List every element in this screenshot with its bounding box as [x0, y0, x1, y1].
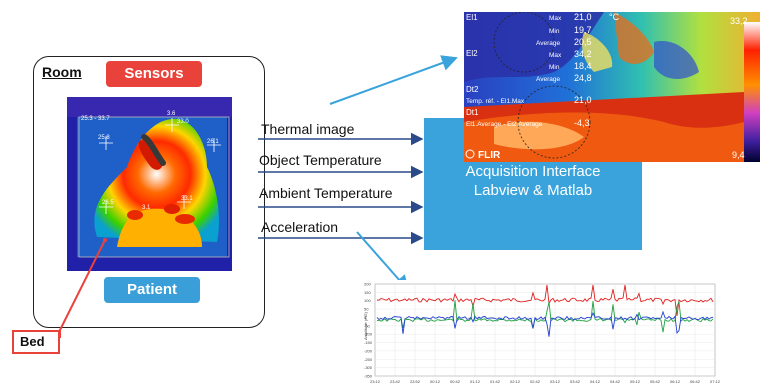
flir-row-value: -4,3	[574, 118, 590, 128]
flir-row-value: 21,0	[574, 95, 592, 105]
readout: 3.1	[142, 205, 151, 211]
accel-x-tick: 00:12	[430, 379, 441, 384]
pointer-to-flir	[329, 55, 458, 105]
patient-label: Patient	[104, 277, 200, 303]
flir-unit: °C	[609, 12, 620, 22]
room-label: Room	[42, 64, 82, 80]
accel-y-tick: -250	[364, 357, 373, 362]
signal-acceleration: Acceleration	[261, 219, 339, 235]
accel-y-tick: 100	[364, 298, 371, 303]
accel-y-tick: 200	[364, 282, 371, 287]
accel-y-tick: -100	[364, 332, 373, 337]
accel-x-tick: 05:12	[630, 379, 641, 384]
readout: 26.5	[102, 200, 114, 206]
flir-row-value: 24,8	[574, 73, 592, 83]
accel-y-tick: 50	[364, 307, 369, 312]
flir-row-value: 34,2	[574, 49, 592, 59]
sensors-label: Sensors	[106, 61, 202, 87]
flir-row-name: El1	[466, 13, 478, 22]
acquisition-interface-text: Acquisition Interface Labview & Matlab	[424, 162, 642, 200]
acquisition-line2: Labview & Matlab	[473, 182, 593, 199]
accel-x-tick: 23:12	[370, 379, 381, 384]
flir-row-value: 21,0	[574, 12, 592, 22]
flir-scale-max: 33,2	[730, 16, 748, 26]
bed-label: Bed	[12, 330, 60, 354]
accel-x-tick: 04:42	[610, 379, 621, 384]
readout: 26.1	[207, 139, 219, 145]
accel-x-tick: 06:12	[670, 379, 681, 384]
accel-x-tick: 04:12	[590, 379, 601, 384]
readout: 33.1	[181, 196, 193, 202]
accel-y-tick: -350	[364, 374, 373, 379]
pointer-bed	[59, 239, 106, 338]
accel-x-tick: 02:12	[510, 379, 521, 384]
accel-x-tick: 05:42	[650, 379, 661, 384]
accel-x-tick: 01:12	[470, 379, 481, 384]
readout: 33.0	[177, 119, 189, 125]
accel-x-tick: 01:42	[490, 379, 501, 384]
flir-row-key: Temp. réf. - El1.Max	[466, 98, 525, 105]
acceleration-chart: 23:12 23:42 23:52 00:12 00:42 01:12 01:42 02:12…	[363, 280, 720, 387]
accel-trace	[376, 310, 714, 337]
accel-x-tick: 23:52	[410, 379, 421, 384]
accel-y-tick: -150	[364, 340, 373, 345]
flir-row-key: El1.Average - El2.Average	[466, 121, 543, 128]
signal-object-temperature: Object Temperature	[259, 152, 382, 168]
accel-y-tick: 0	[364, 315, 367, 320]
accel-x-tick: 02:42	[530, 379, 541, 384]
accel-ylabel: Amplitude (mG)	[363, 311, 368, 340]
flir-row-key: Max	[549, 15, 562, 22]
signal-thermal-image: Thermal image	[261, 121, 355, 137]
flir-row-key: Min	[549, 28, 560, 35]
readout: 3.6	[167, 111, 176, 117]
accel-trace	[376, 284, 714, 317]
flir-row-name: Dt1	[466, 108, 479, 117]
flir-logo-icon	[465, 149, 475, 159]
accel-x-tick: 03:12	[550, 379, 561, 384]
accel-y-tick: -300	[364, 365, 373, 370]
accel-y-tick: -50	[364, 323, 371, 328]
accel-y-tick: -200	[364, 348, 373, 353]
flir-logo: FLIR	[478, 150, 501, 161]
accel-x-tick: 23:42	[390, 379, 401, 384]
readout: 25.8	[98, 135, 110, 141]
flir-row-key: Max	[549, 52, 562, 59]
accel-y-tick: 150	[364, 290, 371, 295]
flir-row-name: Dt2	[466, 85, 479, 94]
flir-row-value: 20,5	[574, 37, 592, 47]
flir-row-value: 19,7	[574, 25, 592, 35]
accel-x-tick: 03:42	[570, 379, 581, 384]
flir-row-key: Min	[549, 64, 560, 71]
accel-x-tick: 00:42	[450, 379, 461, 384]
signal-ambient-temperature: Ambient Temperature	[259, 185, 393, 201]
flir-row-key: Average	[536, 76, 560, 83]
flir-thermal-screenshot: El1 Max 21,0 °C Min 19,7 Average 20,5 El…	[464, 12, 760, 162]
flir-row-key: Average	[536, 40, 560, 47]
accel-x-tick: 06:42	[690, 379, 701, 384]
flir-row-name: El2	[466, 49, 478, 58]
room-thermal-image: 25.3 - 33.7 25.8 26.1 26.5 33.0 3.1 33.1…	[67, 97, 232, 271]
readout-range: 25.3 - 33.7	[81, 116, 110, 122]
flir-scale-min: 9,4	[732, 150, 745, 160]
flir-row-value: 18,4	[574, 61, 592, 71]
accel-x-tick: 07:12	[710, 379, 720, 384]
acquisition-line1: Acquisition Interface	[465, 163, 601, 180]
